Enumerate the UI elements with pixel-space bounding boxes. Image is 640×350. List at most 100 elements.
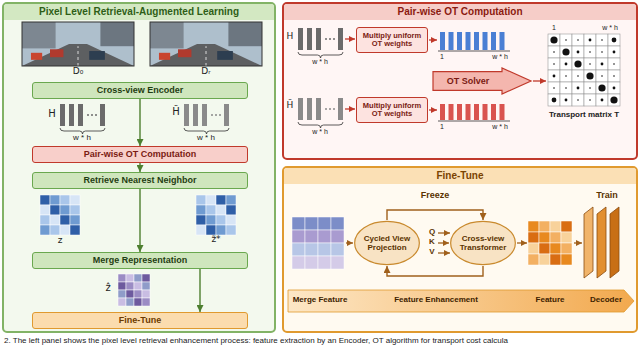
matrix-cell [528,232,539,243]
matrix-cell [318,230,331,243]
annotation-label: w * h [492,53,508,61]
matrix-cell [528,243,539,254]
flow-arrow [574,242,582,243]
weight-bar [491,104,496,120]
sky [22,22,134,66]
matrix-cell [608,34,620,46]
decoder-layer [597,207,606,278]
matrix-cell [126,290,134,298]
matrix-cell [305,256,318,269]
matrix-cell [70,215,80,225]
transport-dot [565,63,568,66]
matrix-cell [206,225,216,235]
matrix-cell [142,290,150,298]
flow-arrow [346,242,353,243]
annotation-label: Merge Feature [293,296,348,305]
transport-dot [601,51,603,53]
matrix-cell [292,243,305,256]
matrix-cell [596,34,608,46]
flow-arrow [345,38,355,39]
panel-ground [282,2,638,160]
matrix-cell [539,221,550,232]
annotation-label: Train [596,191,618,201]
matrix-cell [50,225,60,235]
matrix-cell [216,195,226,205]
matrix-cell [142,298,150,306]
transport-matrix [548,34,620,106]
matrix-cell [584,94,596,106]
feature-bar [307,28,312,50]
weight-bar [466,32,471,50]
flow-arrow [517,242,527,243]
car [217,51,233,60]
weight-bar [474,32,479,50]
matrix-cell [305,230,318,243]
transport-dot [553,51,555,53]
flow-arrow [429,39,437,40]
matrix-cell [206,205,216,215]
annotation-label: H [287,32,294,42]
road [150,44,262,66]
feature-bar [78,104,83,126]
transport-dot [553,63,555,65]
matrix-cell [60,195,70,205]
ellipsis-dot [333,38,335,40]
ellipsis-dot [333,108,335,110]
matrix-cell [560,70,572,82]
building [150,22,184,48]
panel: Fine-TuneCycled View ProjectionCross-vie… [282,166,638,333]
connector [199,269,200,312]
annotation-label: z̃* [211,235,220,245]
process-box: Multiply uniform OT weights [356,27,428,53]
matrix-cell [550,254,561,265]
matrix-cell [608,58,620,70]
transport-dot [613,87,616,90]
annotation-label: V [429,248,434,257]
stage-band [288,290,634,312]
node-label: Cross-view Transformer [458,234,508,252]
process-box: Merge Representation [32,252,248,269]
transport-dot [601,75,603,77]
transport-dot [601,99,604,102]
weight-bar [440,32,445,50]
matrix-cell [528,254,539,265]
feature-bar [338,98,343,120]
matrix-cell [561,254,572,265]
matrix-cell [572,82,584,94]
car [89,51,105,60]
node-label: OT Solver [447,76,490,86]
feature-matrix [196,195,236,235]
matrix-cell [608,94,620,106]
ellipsis-dot [211,114,213,116]
matrix-cell [292,256,305,269]
matrix-cell [596,70,608,82]
feature-bars [298,28,343,50]
matrix-cell [548,82,560,94]
transport-dot [613,63,615,65]
transport-dot [586,72,593,79]
node-label: Cross-view Encoder [97,86,184,96]
matrix-cell [548,46,560,58]
annotation-label: w * h [197,134,215,143]
weight-bar [466,104,471,120]
annotation-label: Freeze [421,191,450,201]
feature-matrix [528,221,572,265]
feature-bars [60,104,105,126]
ellipse-shape [451,221,516,264]
module-ellipse: Cross-view Transformer [450,220,516,266]
matrix-cell [196,195,206,205]
matrix-cell [134,282,142,290]
matrix-cell [331,243,344,256]
process-box: Retrieve Nearest Neighbor [32,172,248,189]
node-label: Retrieve Nearest Neighbor [83,176,196,186]
matrix-cell [596,82,608,94]
matrix-cell [539,232,550,243]
ellipsis-dot [325,38,327,40]
process-box: Pair-wise OT Computation [32,146,248,163]
matrix-cell [60,215,70,225]
transport-dot [565,39,567,41]
matrix-cell [331,256,344,269]
matrix-cell [608,70,620,82]
transport-dot [589,63,591,65]
matrix-cell [560,82,572,94]
